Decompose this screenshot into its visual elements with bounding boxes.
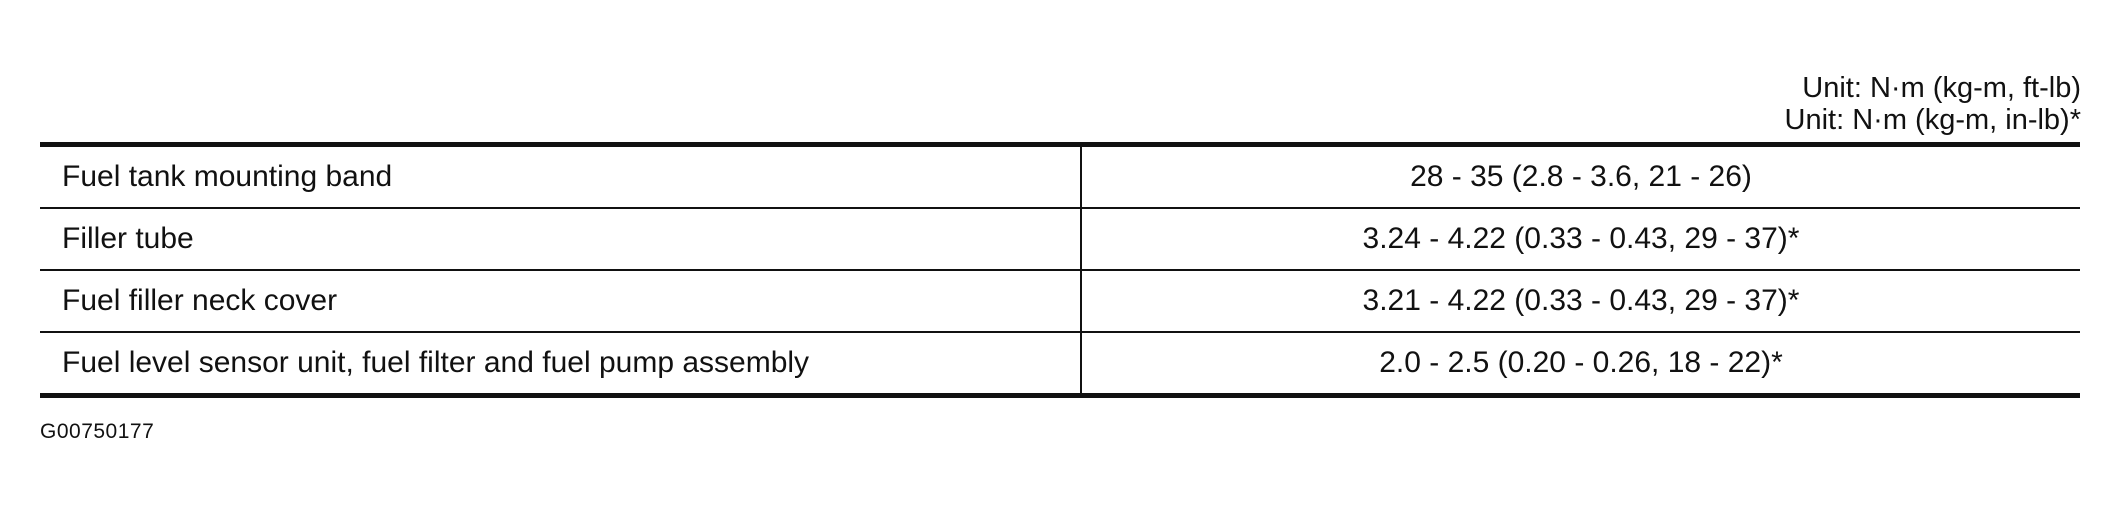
unit-line-in-lb: Unit: N·m (kg-m, in-lb)* [1784,104,2081,136]
table-row: Fuel tank mounting band 28 - 35 (2.8 - 3… [40,144,2080,209]
item-cell: Fuel filler neck cover [40,270,1082,333]
table-row: Filler tube 3.24 - 4.22 (0.33 - 0.43, 29… [40,208,2080,271]
table-row: Fuel level sensor unit, fuel filter and … [40,332,2080,396]
torque-value-cell: 3.21 - 4.22 (0.33 - 0.43, 29 - 37)* [1081,270,2080,333]
torque-spec-table: Fuel tank mounting band 28 - 35 (2.8 - 3… [40,142,2080,398]
torque-value-cell: 28 - 35 (2.8 - 3.6, 21 - 26) [1081,144,2080,209]
item-cell: Filler tube [40,208,1082,271]
table-row: Fuel filler neck cover 3.21 - 4.22 (0.33… [40,270,2080,333]
unit-line-ft-lb: Unit: N·m (kg-m, ft-lb) [1802,72,2081,104]
item-cell: Fuel tank mounting band [40,144,1082,209]
item-cell: Fuel level sensor unit, fuel filter and … [40,332,1082,396]
torque-spec-table-container: Fuel tank mounting band 28 - 35 (2.8 - 3… [40,142,2080,398]
figure-id: G00750177 [40,420,155,443]
torque-value-cell: 3.24 - 4.22 (0.33 - 0.43, 29 - 37)* [1081,208,2080,271]
unit-legend: Unit: N·m (kg-m, ft-lb) Unit: N·m (kg-m,… [1785,72,2081,136]
torque-value-cell: 2.0 - 2.5 (0.20 - 0.26, 18 - 22)* [1379,346,1783,379]
